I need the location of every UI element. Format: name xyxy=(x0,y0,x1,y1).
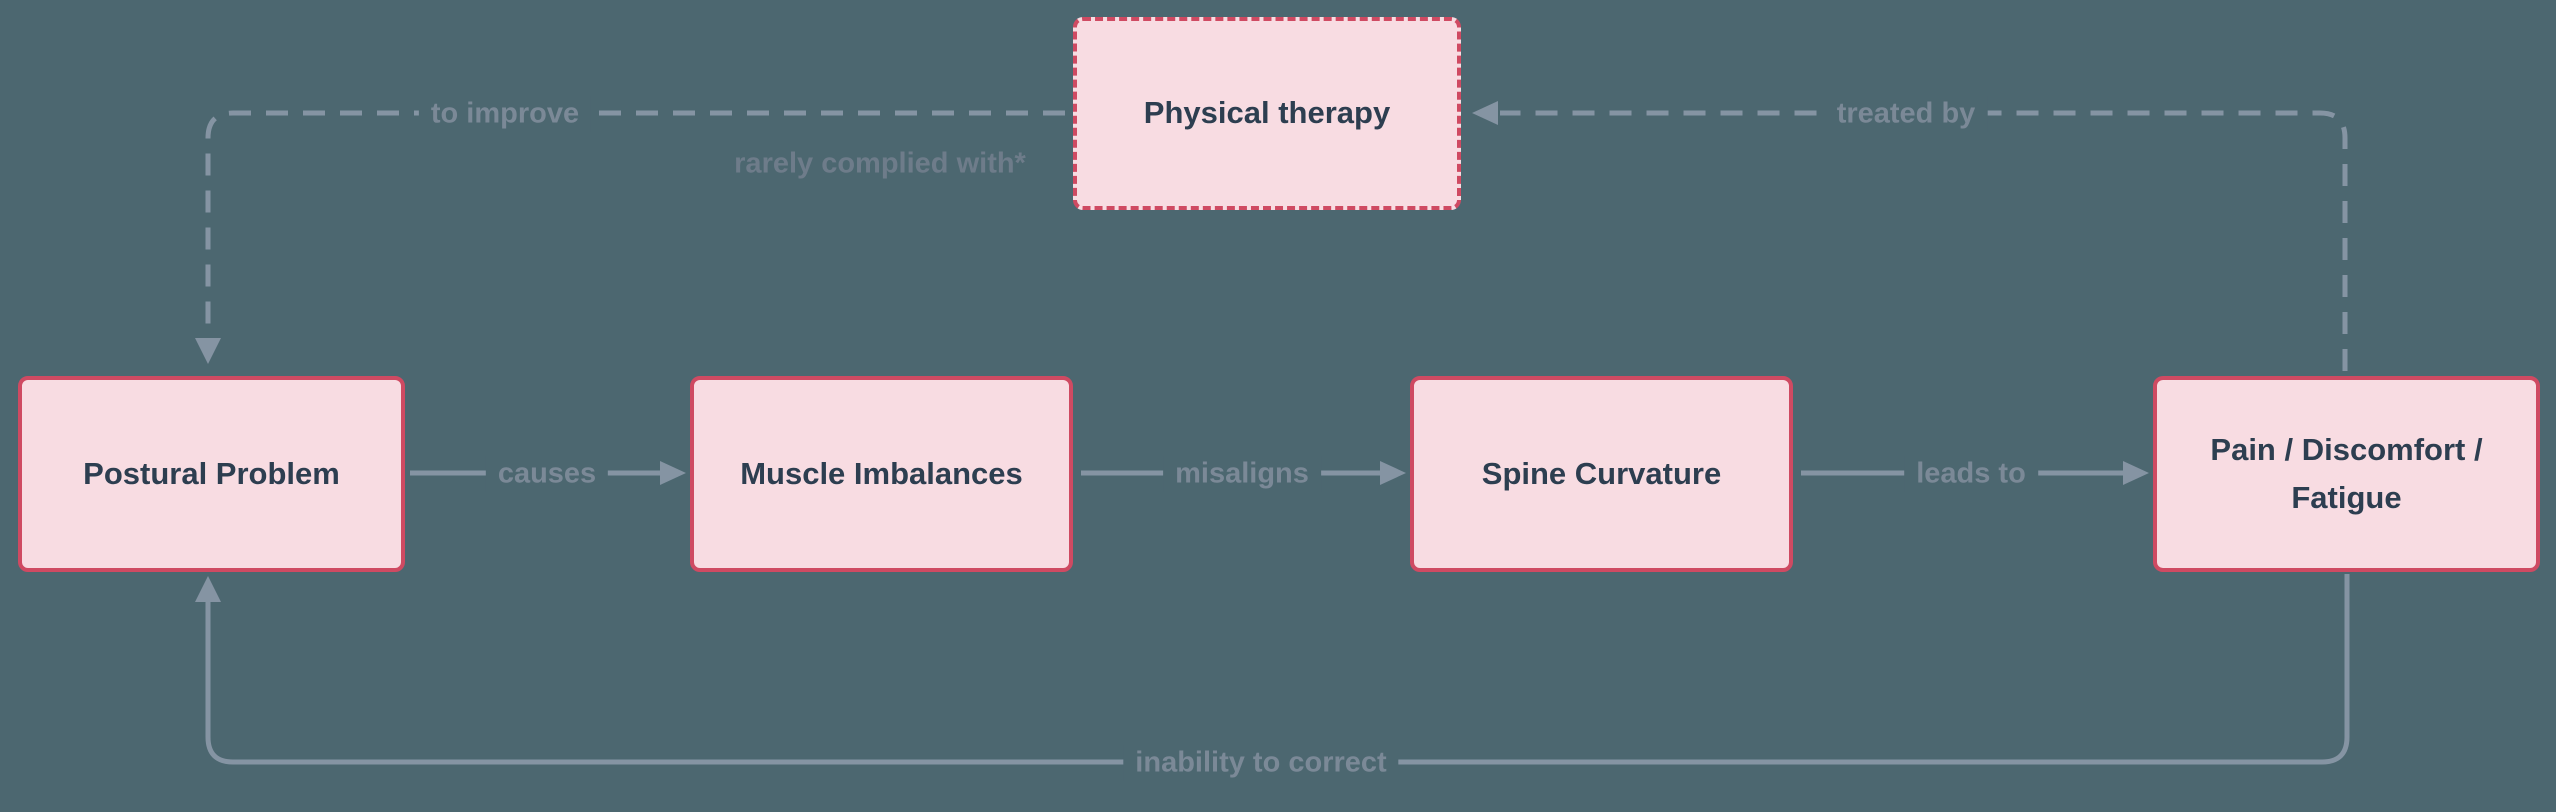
node-postural-problem: Postural Problem xyxy=(18,376,405,572)
note-rarely-complied-with: rarely complied with* xyxy=(734,147,1026,180)
node-muscle-imbalances-label: Muscle Imbalances xyxy=(740,455,1023,491)
node-pain-discomfort-fatigue: Pain / Discomfort / Fatigue xyxy=(2153,376,2540,572)
edge-label-treated-by: treated by xyxy=(1824,95,1988,133)
node-muscle-imbalances: Muscle Imbalances xyxy=(690,376,1073,572)
edge-label-to-improve: to improve xyxy=(418,95,592,133)
node-physical-therapy: Physical therapy xyxy=(1073,17,1461,210)
edge-to-improve-line xyxy=(205,110,1065,340)
edge-leads-to-arrowhead-icon xyxy=(2123,461,2149,485)
node-pain-discomfort-fatigue-label: Pain / Discomfort / Fatigue xyxy=(2210,431,2483,515)
edge-inability-line xyxy=(205,574,2350,765)
node-spine-curvature-label: Spine Curvature xyxy=(1481,455,1722,491)
edge-treated-by-arrowhead-icon xyxy=(1472,101,1498,125)
edge-misaligns-arrowhead-icon xyxy=(1380,461,1406,485)
edge-label-misaligns: misaligns xyxy=(1163,455,1321,493)
edge-to-improve-arrowhead-icon xyxy=(195,338,221,364)
edge-causes-arrowhead-icon xyxy=(660,461,686,485)
edge-treated-by-line xyxy=(1500,110,2348,371)
node-physical-therapy-label: Physical therapy xyxy=(1143,95,1391,131)
edge-label-leads-to: leads to xyxy=(1904,455,2038,493)
node-postural-problem-label: Postural Problem xyxy=(83,455,340,491)
edge-label-causes: causes xyxy=(485,455,609,493)
edge-label-inability-to-correct: inability to correct xyxy=(1123,744,1399,782)
edge-inability-arrowhead-icon xyxy=(195,576,221,602)
node-spine-curvature: Spine Curvature xyxy=(1410,376,1793,572)
